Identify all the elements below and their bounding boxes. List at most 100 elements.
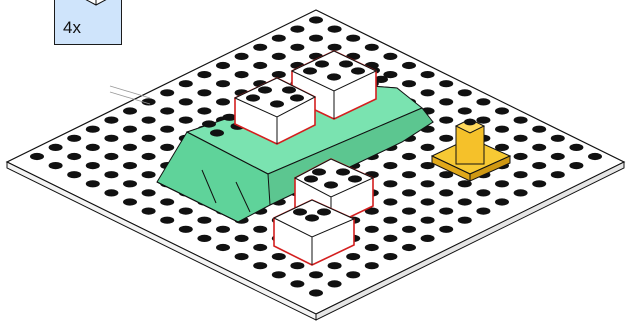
- baseplate-stud: [439, 208, 453, 215]
- baseplate-stud: [421, 217, 435, 224]
- baseplate-stud: [421, 235, 435, 242]
- baseplate-stud: [383, 217, 397, 224]
- baseplate-stud: [142, 171, 156, 178]
- baseplate-stud: [439, 135, 453, 142]
- baseplate-stud: [160, 107, 174, 114]
- baseplate-stud: [402, 80, 416, 87]
- baseplate-stud: [235, 71, 249, 78]
- baseplate-stud: [309, 271, 323, 278]
- baseplate-stud: [123, 107, 137, 114]
- baseplate-stud: [49, 144, 63, 151]
- baseplate-stud: [142, 117, 156, 124]
- baseplate-stud: [421, 198, 435, 205]
- baseplate-stud: [235, 53, 249, 60]
- baseplate-stud: [253, 44, 267, 51]
- baseplate-stud: [458, 107, 472, 114]
- baseplate-stud: [532, 162, 546, 169]
- baseplate-stud: [216, 244, 230, 251]
- baseplate-stud: [253, 226, 267, 233]
- baseplate-stud: [421, 71, 435, 78]
- baseplate-stud: [402, 244, 416, 251]
- baseplate-stud: [383, 253, 397, 260]
- baseplate-stud: [346, 35, 360, 42]
- baseplate-stud: [458, 198, 472, 205]
- baseplate-stud: [290, 26, 304, 33]
- baseplate-stud: [532, 180, 546, 187]
- baseplate-stud: [495, 198, 509, 205]
- baseplate-stud: [383, 235, 397, 242]
- baseplate-stud: [421, 89, 435, 96]
- baseplate-stud: [402, 62, 416, 69]
- baseplate-stud: [421, 144, 435, 151]
- baseplate-stud: [272, 35, 286, 42]
- baseplate-stud: [569, 144, 583, 151]
- baseplate-stud: [458, 217, 472, 224]
- baseplate-stud: [197, 217, 211, 224]
- baseplate-stud: [309, 289, 323, 296]
- baseplate-stud: [569, 162, 583, 169]
- baseplate-stud: [551, 135, 565, 142]
- baseplate-stud: [123, 198, 137, 205]
- baseplate-stud: [290, 262, 304, 269]
- baseplate-stud: [179, 117, 193, 124]
- baseplate-stud: [160, 126, 174, 133]
- baseplate-stud: [588, 153, 602, 160]
- baseplate-stud: [532, 126, 546, 133]
- baseplate-stud: [495, 126, 509, 133]
- green-plate-stud: [202, 120, 216, 127]
- baseplate-stud: [142, 208, 156, 215]
- baseplate-stud: [328, 262, 342, 269]
- baseplate-stud: [476, 189, 490, 196]
- baseplate-stud: [514, 171, 528, 178]
- baseplate-stud: [67, 153, 81, 160]
- baseplate-stud: [439, 98, 453, 105]
- baseplate-stud: [179, 226, 193, 233]
- baseplate-stud: [142, 153, 156, 160]
- baseplate-stud: [216, 62, 230, 69]
- baseplate-stud: [495, 107, 509, 114]
- baseplate-stud: [197, 107, 211, 114]
- baseplate-stud: [365, 44, 379, 51]
- baseplate-stud: [235, 253, 249, 260]
- baseplate-stud: [514, 153, 528, 160]
- baseplate-stud: [421, 180, 435, 187]
- baseplate-stud: [402, 171, 416, 178]
- baseplate-stud: [86, 126, 100, 133]
- baseplate-stud: [309, 35, 323, 42]
- baseplate-stud: [439, 226, 453, 233]
- baseplate-stud: [458, 89, 472, 96]
- baseplate-stud: [179, 208, 193, 215]
- baseplate-stud: [216, 98, 230, 105]
- baseplate-stud: [123, 180, 137, 187]
- baseplate-stud: [365, 244, 379, 251]
- baseplate-stud: [272, 253, 286, 260]
- baseplate-stud: [104, 189, 118, 196]
- baseplate-stud: [179, 80, 193, 87]
- green-plate-stud: [210, 129, 224, 136]
- baseplate-stud: [309, 16, 323, 23]
- baseplate-stud: [86, 180, 100, 187]
- baseplate-stud: [272, 71, 286, 78]
- baseplate-stud: [179, 98, 193, 105]
- baseplate-stud: [346, 271, 360, 278]
- baseplate-stud: [383, 162, 397, 169]
- baseplate-stud: [514, 189, 528, 196]
- baseplate-stud: [86, 144, 100, 151]
- baseplate-stud: [104, 135, 118, 142]
- baseplate-stud: [142, 135, 156, 142]
- baseplate-stud: [253, 244, 267, 251]
- baseplate-stud: [439, 117, 453, 124]
- baseplate-stud: [439, 189, 453, 196]
- baseplate-stud: [495, 180, 509, 187]
- baseplate-stud: [197, 89, 211, 96]
- baseplate-stud: [402, 189, 416, 196]
- baseplate-stud: [160, 89, 174, 96]
- baseplate-stud: [328, 280, 342, 287]
- baseplate-stud: [49, 162, 63, 169]
- baseplate-stud: [532, 144, 546, 151]
- baseplate-stud: [272, 271, 286, 278]
- baseplate-stud: [197, 71, 211, 78]
- baseplate-stud: [104, 153, 118, 160]
- baseplate-stud: [197, 235, 211, 242]
- baseplate-stud: [551, 171, 565, 178]
